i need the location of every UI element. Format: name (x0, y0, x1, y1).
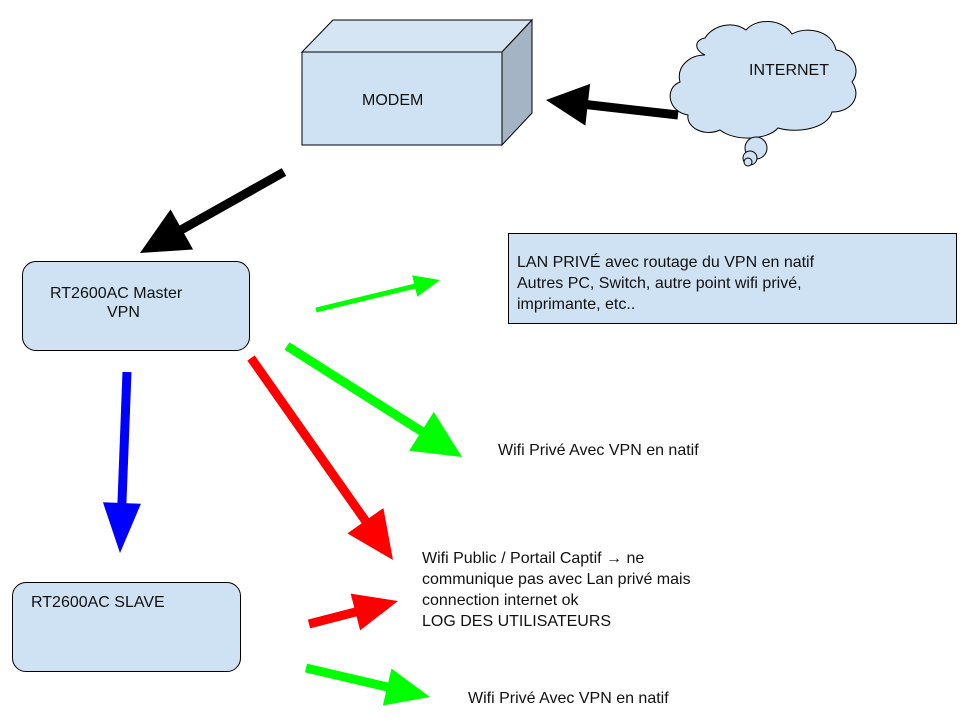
cloud-shape (669, 21, 857, 139)
master-router-node[interactable]: RT2600AC Master VPN (22, 261, 250, 351)
internet-label: INTERNET (749, 62, 829, 79)
arrow-shaft (177, 168, 287, 235)
arrow-master-to-wifi-public[interactable] (247, 355, 393, 560)
lan-prive-node[interactable]: LAN PRIVÉ avec routage du VPN en natif A… (508, 233, 957, 324)
modem-box[interactable] (300, 18, 534, 147)
wifi-public-line4: LOG DES UTILISATEURS (422, 613, 612, 630)
arrow-shaft (307, 607, 359, 629)
internet-cloud[interactable] (669, 21, 857, 167)
lan-line2: Autres PC, Switch, autre point wifi priv… (517, 275, 802, 292)
thought-bubble-small (743, 157, 753, 167)
wifi-private-slave-label: Wifi Privé Avec VPN en natif (468, 690, 669, 707)
master-label-line2: VPN (107, 304, 140, 321)
wifi-public-line3: connection internet ok (422, 592, 579, 609)
arrow-shaft (304, 663, 391, 692)
modem-label: MODEM (362, 92, 424, 109)
arrow-head-icon (347, 508, 393, 560)
arrow-master-to-wifi-private[interactable] (284, 342, 462, 457)
arrow-master-to-slave[interactable] (102, 371, 141, 553)
arrow-master-to-lan[interactable] (315, 275, 440, 313)
modem-top-face (300, 19, 534, 53)
arrow-internet-to-modem[interactable] (546, 83, 679, 126)
master-label-line1: RT2600AC Master (50, 285, 183, 302)
arrow-shaft (117, 371, 132, 506)
modem-front-face (301, 51, 503, 146)
arrow-head-icon (409, 411, 462, 457)
wifi-public-line1: Wifi Public / Portail Captif → ne (422, 550, 645, 567)
arrow-head-icon (350, 593, 398, 631)
arrow-modem-to-master[interactable] (140, 168, 287, 253)
arrow-slave-to-wifi-private[interactable] (304, 663, 430, 706)
lan-line1: LAN PRIVÉ avec routage du VPN en natif (517, 254, 815, 271)
arrow-head-icon (140, 209, 194, 253)
slave-label: RT2600AC SLAVE (31, 594, 165, 611)
arrow-shaft (247, 355, 371, 525)
slave-router-node[interactable]: RT2600AC SLAVE (12, 582, 241, 672)
arrow-shaft (315, 283, 418, 313)
arrow-slave-to-wifi-public[interactable] (307, 593, 398, 631)
lan-line3: imprimante, etc.. (517, 296, 636, 313)
wifi-public-line2: communique pas avec Lan privé mais (422, 571, 691, 588)
arrow-shaft (284, 342, 426, 437)
wifi-private-master-label: Wifi Privé Avec VPN en natif (498, 442, 699, 459)
arrow-head-icon (382, 668, 430, 706)
arrow-head-icon (412, 275, 440, 297)
arrow-head-icon (546, 83, 591, 126)
arrow-shaft (585, 100, 679, 120)
arrow-head-icon (102, 502, 141, 553)
